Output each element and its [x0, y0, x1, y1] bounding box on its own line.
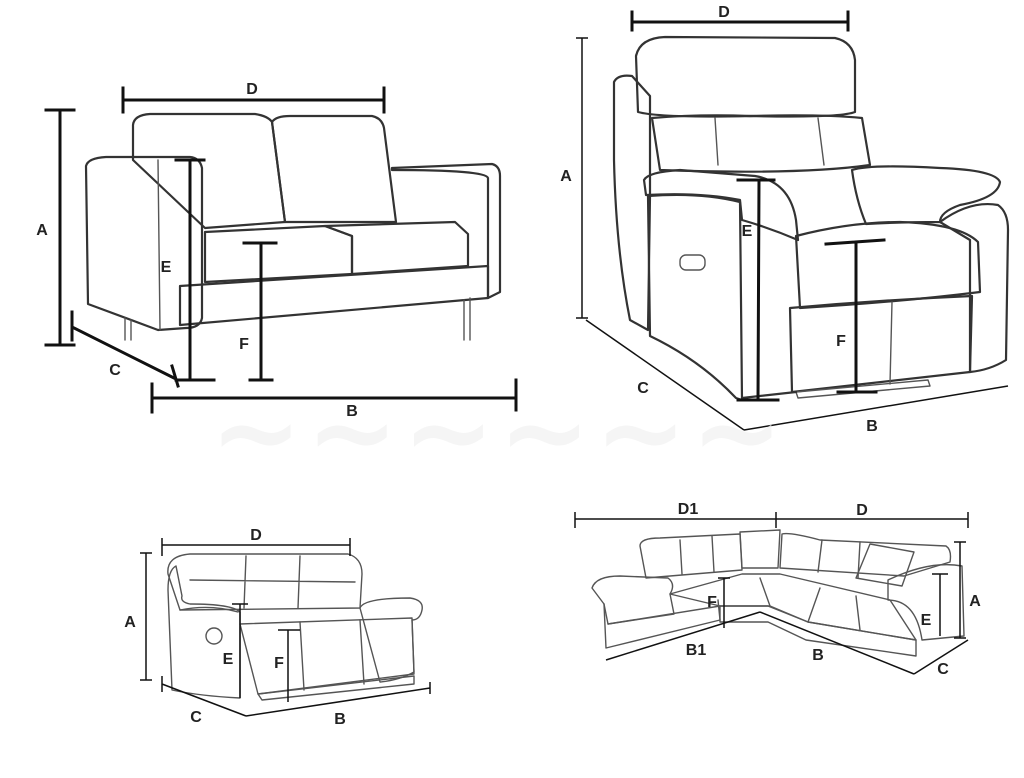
recliner-dim-a [576, 37, 588, 319]
loveseat-left-arm [84, 155, 204, 332]
corner-dim-b1 [605, 611, 761, 661]
recliner-back-cushion [650, 114, 872, 173]
corner-sofa-figure: D1 D A C B B1 E F [574, 501, 981, 678]
corner-label-d1: D1 [678, 501, 699, 518]
sofa-label-f: F [274, 655, 284, 672]
loveseat-dim-e [174, 158, 216, 382]
sofa-dim-d [161, 538, 351, 556]
corner-dim-e [932, 573, 948, 636]
loveseat-dim-a [44, 108, 76, 347]
corner-pillow [855, 543, 915, 587]
loveseat-back-left [131, 112, 287, 230]
loveseat-back-right [270, 114, 398, 224]
sofa-label-b: B [334, 711, 346, 728]
sofa-dim-b [245, 682, 431, 717]
recliner-dim-f [824, 238, 886, 394]
recliner-right-arm [850, 165, 1002, 226]
corner-label-c: C [937, 661, 949, 678]
loveseat-label-d: D [246, 81, 258, 98]
corner-label-b: B [812, 647, 824, 664]
loveseat-label-f: F [239, 336, 249, 353]
recliner-dim-e [736, 178, 780, 402]
recliner-left-arm-front [646, 193, 744, 402]
recliner-headrest [634, 35, 857, 118]
sofa-seat [239, 617, 415, 695]
corner-label-f: F [707, 594, 717, 611]
sofa-label-a: A [124, 614, 136, 631]
corner-label-e: E [921, 612, 932, 629]
corner-label-b1: B1 [686, 642, 707, 659]
sofa-dim-f [278, 629, 300, 702]
corner-pillow [739, 529, 781, 569]
recliner-dim-c [585, 319, 745, 431]
corner-right-arm [887, 563, 965, 641]
recliner-label-f: F [836, 333, 846, 350]
loveseat-dim-f [242, 241, 278, 382]
sofa-label-d: D [250, 527, 262, 544]
reclining-sofa-figure: D A C B E F [124, 527, 431, 728]
recliner-right-arm-front [938, 203, 1010, 374]
loveseat-label-c: C [109, 362, 121, 379]
corner-front-rail [719, 605, 917, 657]
loveseat-figure: D A C B E F [36, 81, 518, 420]
recliner-dim-b [743, 385, 1009, 431]
loveseat-right-arm [390, 162, 502, 300]
loveseat-dim-d [121, 86, 386, 114]
corner-dim-d [776, 512, 969, 528]
recliner-label-a: A [560, 168, 572, 185]
corner-dim-d1 [574, 512, 777, 528]
corner-dim-f [718, 577, 730, 628]
corner-dim-a [954, 541, 966, 639]
loveseat-base [178, 264, 490, 327]
recliner-dim-d [630, 10, 850, 32]
loveseat-dim-b [150, 378, 518, 414]
recliner-base-plate [795, 379, 931, 399]
recliner-figure: D A C B E F [560, 4, 1010, 435]
corner-label-d: D [856, 502, 868, 519]
loveseat-leg [124, 317, 132, 341]
sofa-dim-c [161, 676, 247, 717]
recliner-footrest [788, 294, 974, 394]
sofa-back-cushions [167, 553, 363, 611]
sofa-dim-e [232, 603, 248, 698]
corner-dim-c [913, 639, 969, 675]
loveseat-label-a: A [36, 222, 48, 239]
loveseat-label-e: E [161, 259, 172, 276]
corner-label-a: A [969, 593, 981, 610]
sofa-left-arm [167, 565, 241, 699]
sofa-label-c: C [190, 709, 202, 726]
loveseat-leg [463, 297, 471, 341]
recliner-label-d: D [718, 4, 730, 21]
sofa-label-e: E [223, 651, 234, 668]
recliner-label-b: B [866, 418, 878, 435]
loveseat-seat-right [323, 220, 470, 276]
sofa-dim-a [140, 552, 152, 681]
corner-right-back [779, 532, 952, 577]
recliner-label-e: E [742, 223, 753, 240]
corner-left-back [639, 533, 743, 579]
watermark-shape: ~~~~~~ [210, 368, 787, 496]
recliner-lever-icon [679, 254, 706, 271]
loveseat-dim-c [70, 310, 180, 388]
sofa-lever-icon [205, 627, 223, 645]
recliner-left-side [612, 74, 652, 332]
corner-dim-b [759, 611, 915, 675]
recliner-label-c: C [637, 380, 649, 397]
loveseat-seat-left [203, 224, 354, 284]
recliner-seat [794, 220, 982, 310]
loveseat-label-b: B [346, 403, 358, 420]
